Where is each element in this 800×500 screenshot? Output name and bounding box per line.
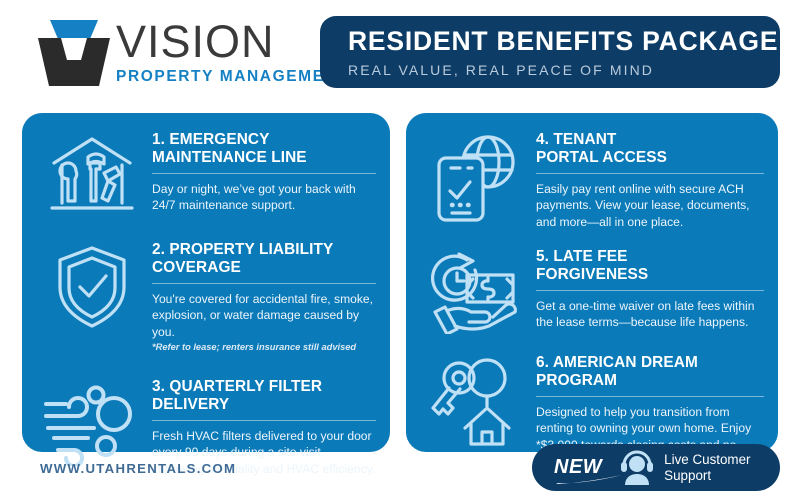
benefits-card-right: 4. TENANT PORTAL ACCESS Easily pay rent … xyxy=(406,113,778,468)
benefit-title: 2. PROPERTY LIABILITY COVERAGE xyxy=(152,241,334,277)
logo-wordmark: VISION xyxy=(116,16,275,68)
vision-v-logo-icon xyxy=(38,14,110,86)
headset-agent-icon xyxy=(620,450,654,486)
hand-money-clock-icon xyxy=(416,244,536,334)
new-label: NEW xyxy=(554,456,603,478)
divider xyxy=(152,173,376,175)
benefit-note: *Refer to lease; renters insurance still… xyxy=(152,341,357,352)
title-banner: RESIDENT BENEFITS PACKAGE REAL VALUE, RE… xyxy=(320,16,780,88)
swoosh-icon xyxy=(556,475,622,484)
benefit-description: You're covered for accidental fire, smok… xyxy=(152,292,374,339)
badge-text-line2: Support xyxy=(664,467,712,483)
benefit-item-2: 2. PROPERTY LIABILITY COVERAGE You're co… xyxy=(22,215,390,352)
benefit-description: Easily pay rent online with secure ACH p… xyxy=(536,182,750,229)
wind-air-icon xyxy=(32,374,152,466)
benefit-description: Day or night, we’ve got your back with 2… xyxy=(152,182,356,213)
website-url[interactable]: WWW.UTAHRENTALS.COM xyxy=(40,461,237,476)
benefit-title: 4. TENANT PORTAL ACCESS xyxy=(536,131,667,167)
live-customer-support-badge[interactable]: NEW Live Customer Support xyxy=(532,444,780,491)
divider xyxy=(152,420,376,421)
page-title: RESIDENT BENEFITS PACKAGE xyxy=(348,26,779,56)
keys-house-icon xyxy=(416,350,536,448)
benefit-item-5: 5. LATE FEE FORGIVENESS Get a one-time w… xyxy=(406,230,778,334)
logo-tagline: PROPERTY MANAGEMENT xyxy=(116,68,349,86)
benefit-description: Get a one-time waiver on late fees withi… xyxy=(536,299,755,330)
benefit-description: Fresh HVAC filters delivered to your doo… xyxy=(152,429,376,476)
divider xyxy=(536,290,764,291)
divider xyxy=(536,396,764,397)
benefit-item-1: 1. EMERGENCY MAINTENANCE LINE Day or nig… xyxy=(22,113,390,215)
shield-check-icon xyxy=(32,237,152,331)
benefit-item-4: 4. TENANT PORTAL ACCESS Easily pay rent … xyxy=(406,113,778,230)
divider xyxy=(536,173,764,175)
benefit-title: 5. LATE FEE FORGIVENESS xyxy=(536,247,649,283)
benefit-title: 1. EMERGENCY MAINTENANCE LINE xyxy=(152,131,307,167)
benefit-title: 3. QUARTERLY FILTER DELIVERY xyxy=(152,377,323,413)
page-subtitle: REAL VALUE, REAL PEACE OF MIND xyxy=(348,62,654,79)
divider xyxy=(152,283,376,285)
phone-globe-icon xyxy=(416,127,536,225)
benefits-card-left: 1. EMERGENCY MAINTENANCE LINE Day or nig… xyxy=(22,113,390,476)
house-tools-icon xyxy=(32,127,152,215)
badge-text-line1: Live Customer xyxy=(664,451,751,467)
benefit-item-3: 3. QUARTERLY FILTER DELIVERY Fresh HVAC … xyxy=(22,352,390,477)
header: VISION PROPERTY MANAGEMENT RESIDENT BENE… xyxy=(0,0,800,104)
brand-logo: VISION PROPERTY MANAGEMENT xyxy=(38,14,349,86)
badge-text: Live Customer Support xyxy=(664,452,750,484)
benefit-title: 6. AMERICAN DREAM PROGRAM xyxy=(536,353,698,389)
